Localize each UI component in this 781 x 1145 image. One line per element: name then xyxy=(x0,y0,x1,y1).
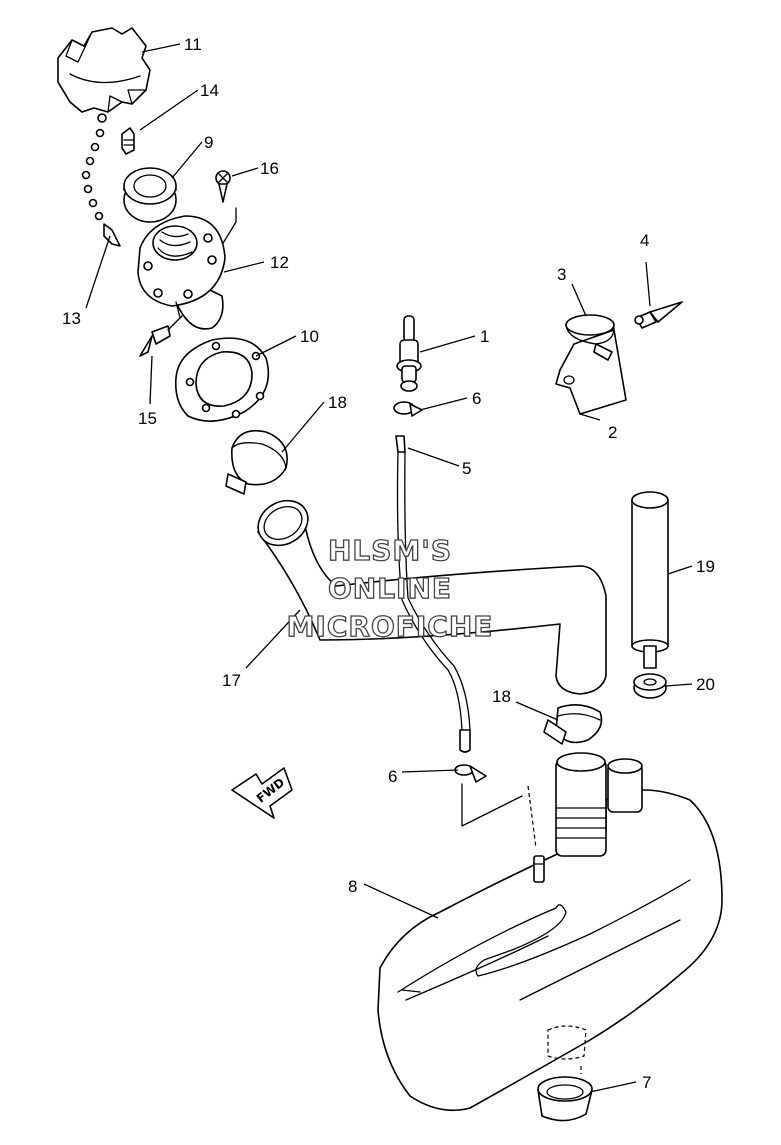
callout-8: 8 xyxy=(348,877,357,896)
callout-6-upper: 6 xyxy=(472,389,481,408)
callout-18-lower: 18 xyxy=(492,687,511,706)
callout-18-upper: 18 xyxy=(328,393,347,412)
breather-hose[interactable] xyxy=(395,435,471,753)
callout-20: 20 xyxy=(696,675,715,694)
callout-3: 3 xyxy=(557,265,566,284)
callout-16: 16 xyxy=(260,159,279,178)
grommet[interactable] xyxy=(633,673,667,699)
callout-5: 5 xyxy=(462,459,471,478)
rivet[interactable] xyxy=(634,301,683,329)
callout-10: 10 xyxy=(300,327,319,346)
filler-neck[interactable] xyxy=(137,215,226,330)
fuel-tank[interactable] xyxy=(377,752,723,1112)
watermark-line2: ONLINE xyxy=(328,572,452,605)
gasket[interactable] xyxy=(174,337,270,422)
callout-13: 13 xyxy=(62,309,81,328)
leader-lines xyxy=(85,43,693,1093)
watermark-line3: MICROFICHE xyxy=(287,610,494,643)
rivet-lower[interactable] xyxy=(139,315,183,357)
callout-12: 12 xyxy=(270,253,289,272)
callout-14: 14 xyxy=(200,81,219,100)
callout-2: 2 xyxy=(608,423,617,442)
drain-grommet[interactable] xyxy=(537,1076,593,1122)
callout-labels: 11 14 9 16 12 13 15 10 18 1 6 5 3 4 2 19… xyxy=(62,35,715,1092)
screw[interactable] xyxy=(121,127,135,155)
tapping-screw[interactable] xyxy=(215,170,231,203)
filler-cap[interactable] xyxy=(57,27,151,113)
hose-clamp-upper[interactable] xyxy=(225,429,288,495)
cap-chain[interactable] xyxy=(81,113,121,247)
callout-7: 7 xyxy=(642,1073,651,1092)
hose-clip[interactable] xyxy=(393,401,423,417)
watermark: HLSM'S ONLINE MICROFICHE xyxy=(286,533,494,643)
callout-15: 15 xyxy=(138,409,157,428)
fwd-direction-arrow: FWD xyxy=(231,767,293,819)
watermark-line1: HLSM'S xyxy=(328,534,452,567)
hose-clip-lower[interactable] xyxy=(454,764,487,783)
hose-clamp-lower[interactable] xyxy=(543,704,603,745)
callout-11: 11 xyxy=(184,35,202,54)
band[interactable] xyxy=(565,314,615,361)
packing[interactable] xyxy=(123,167,177,223)
callout-17: 17 xyxy=(222,671,241,690)
callout-1: 1 xyxy=(480,327,489,346)
fuel-valve[interactable] xyxy=(396,315,422,392)
callout-19: 19 xyxy=(696,557,715,576)
breather-pipe[interactable] xyxy=(631,491,669,669)
callout-9: 9 xyxy=(204,133,213,152)
filler-hose[interactable] xyxy=(250,492,607,695)
callout-6-lower: 6 xyxy=(388,767,397,786)
callout-4: 4 xyxy=(640,231,649,250)
